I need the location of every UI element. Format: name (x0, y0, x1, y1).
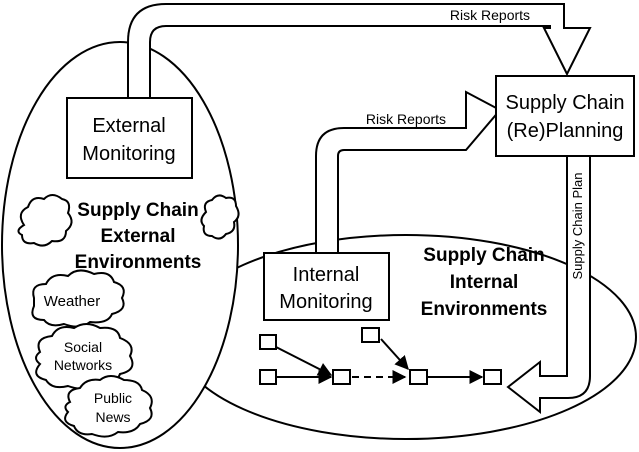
network-node (409, 369, 428, 385)
internal-env-line1: Supply Chain (423, 245, 544, 266)
planning-box (495, 75, 635, 157)
external-env-line2: External (101, 226, 176, 247)
internal-risk-reports-label: Risk Reports (366, 111, 446, 127)
top-risk-reports-label: Risk Reports (450, 7, 530, 23)
cloud-icon-small-right (200, 194, 240, 240)
top-risk-reports-arrow (127, 3, 592, 98)
network-node (259, 334, 277, 350)
internal-monitoring-line1: Internal (293, 264, 360, 286)
external-env-line1: Supply Chain (77, 200, 198, 221)
network-link-1 (275, 346, 333, 376)
external-monitoring-line1: External (92, 115, 165, 137)
internal-env-line3: Environments (421, 299, 548, 320)
internal-monitoring-line2: Monitoring (279, 291, 372, 313)
planning-title-line2: (Re)Planning (507, 120, 624, 142)
cloud-social-label-line2: Networks (54, 357, 112, 373)
cloud-icon-small-left (17, 194, 73, 247)
network-link-3 (380, 338, 409, 371)
external-monitoring-box (66, 97, 193, 179)
cloud-news-label-line1: Public (94, 390, 132, 406)
external-monitoring-line2: Monitoring (82, 143, 175, 165)
network-node (483, 369, 502, 385)
network-node (361, 327, 380, 343)
network-node (259, 369, 277, 385)
internal-risk-reports-arrow (315, 90, 502, 253)
cloud-social-label-line1: Social (64, 339, 102, 355)
supply-chain-plan-arrow (506, 155, 591, 415)
supply-chain-network (259, 327, 502, 385)
cloud-weather (31, 269, 125, 328)
internal-monitoring-box (263, 252, 390, 321)
internal-env-line2: Internal (450, 272, 519, 293)
cloud-news-label-line2: News (95, 409, 130, 425)
cloud-public-news (64, 375, 153, 438)
external-env-line3: Environments (75, 252, 202, 273)
network-node (332, 369, 351, 385)
cloud-social-networks (35, 323, 134, 390)
cloud-weather-label: Weather (44, 293, 100, 310)
planning-title-line1: Supply Chain (506, 92, 625, 114)
supply-chain-plan-label: Supply Chain Plan (570, 173, 585, 280)
